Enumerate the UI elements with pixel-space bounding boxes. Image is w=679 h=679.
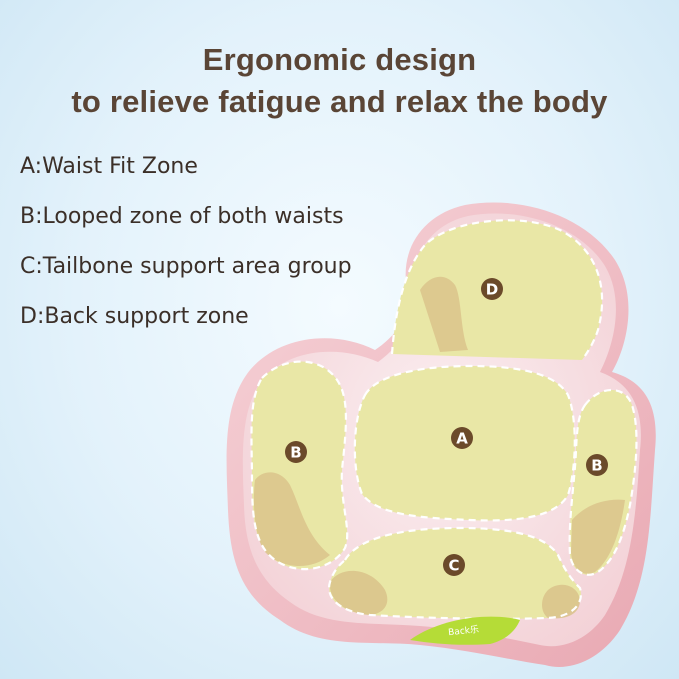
heading-line-1: Ergonomic design xyxy=(202,42,477,77)
zone-b-left-shadow xyxy=(253,472,330,567)
zone-b-right-shadow xyxy=(571,499,625,574)
zone-c-shadow-right xyxy=(542,584,580,619)
zone-a-label: A xyxy=(456,430,468,448)
zone-b-left-label: B xyxy=(290,444,301,462)
zone-b-left-outline xyxy=(250,360,349,571)
brand-tag xyxy=(410,616,520,645)
zone-d-label: D xyxy=(486,281,498,299)
legend-item-b: B:Looped zone of both waists xyxy=(20,204,344,229)
legend-item-d: D:Back support zone xyxy=(20,304,249,329)
zone-a-badge: A xyxy=(451,427,473,449)
legend-item-c: C:Tailbone support area group xyxy=(20,254,352,279)
zone-d-badge: D xyxy=(481,278,503,300)
zone-c-outline xyxy=(327,526,583,620)
zone-d-outline xyxy=(390,219,604,361)
zone-legend: A:Waist Fit Zone B:Looped zone of both w… xyxy=(20,150,352,350)
zone-b-right-badge: B xyxy=(586,454,608,476)
heading-line-2: to relieve fatigue and relax the body xyxy=(71,84,608,119)
zone-b-left-badge: B xyxy=(285,441,307,463)
zone-b-right-outline xyxy=(568,389,638,576)
zone-d-shadow xyxy=(420,276,468,352)
zone-c-shadow xyxy=(329,570,388,615)
brand-tag-text: Back乐 xyxy=(448,623,480,638)
zone-c-badge: C xyxy=(443,554,465,576)
legend-item-a: A:Waist Fit Zone xyxy=(20,154,198,179)
zone-c-label: C xyxy=(448,557,459,575)
zone-b-right-label: B xyxy=(591,457,602,475)
zone-a-outline xyxy=(353,364,576,522)
